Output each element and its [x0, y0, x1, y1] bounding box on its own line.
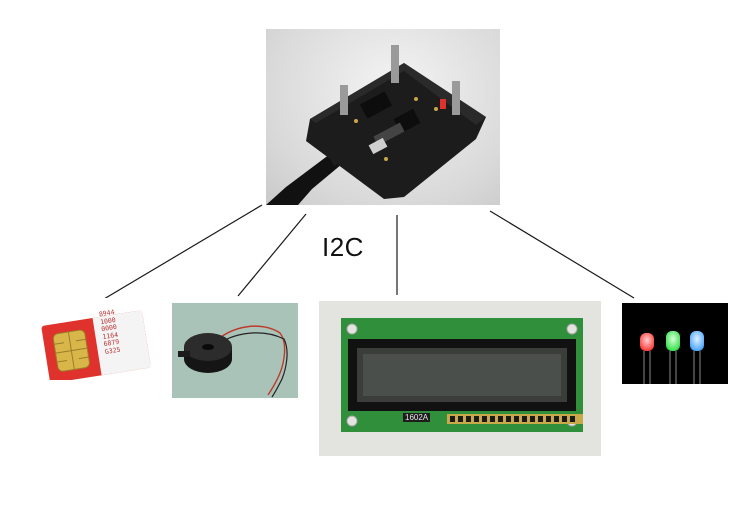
board-photo [266, 29, 500, 205]
line-to-sim [103, 204, 263, 300]
buzzer-photo [172, 303, 298, 398]
lcd-photo: 1602A [319, 301, 601, 456]
leds-photo [622, 303, 728, 384]
lcd-part-label: 1602A [403, 413, 431, 422]
i2c-bus-label: I2C [322, 232, 364, 262]
sim-card-photo: 8944 1000 0000 1164 6879 G325 [34, 298, 156, 380]
line-to-buzzer [237, 213, 307, 297]
line-to-leds [489, 210, 635, 299]
